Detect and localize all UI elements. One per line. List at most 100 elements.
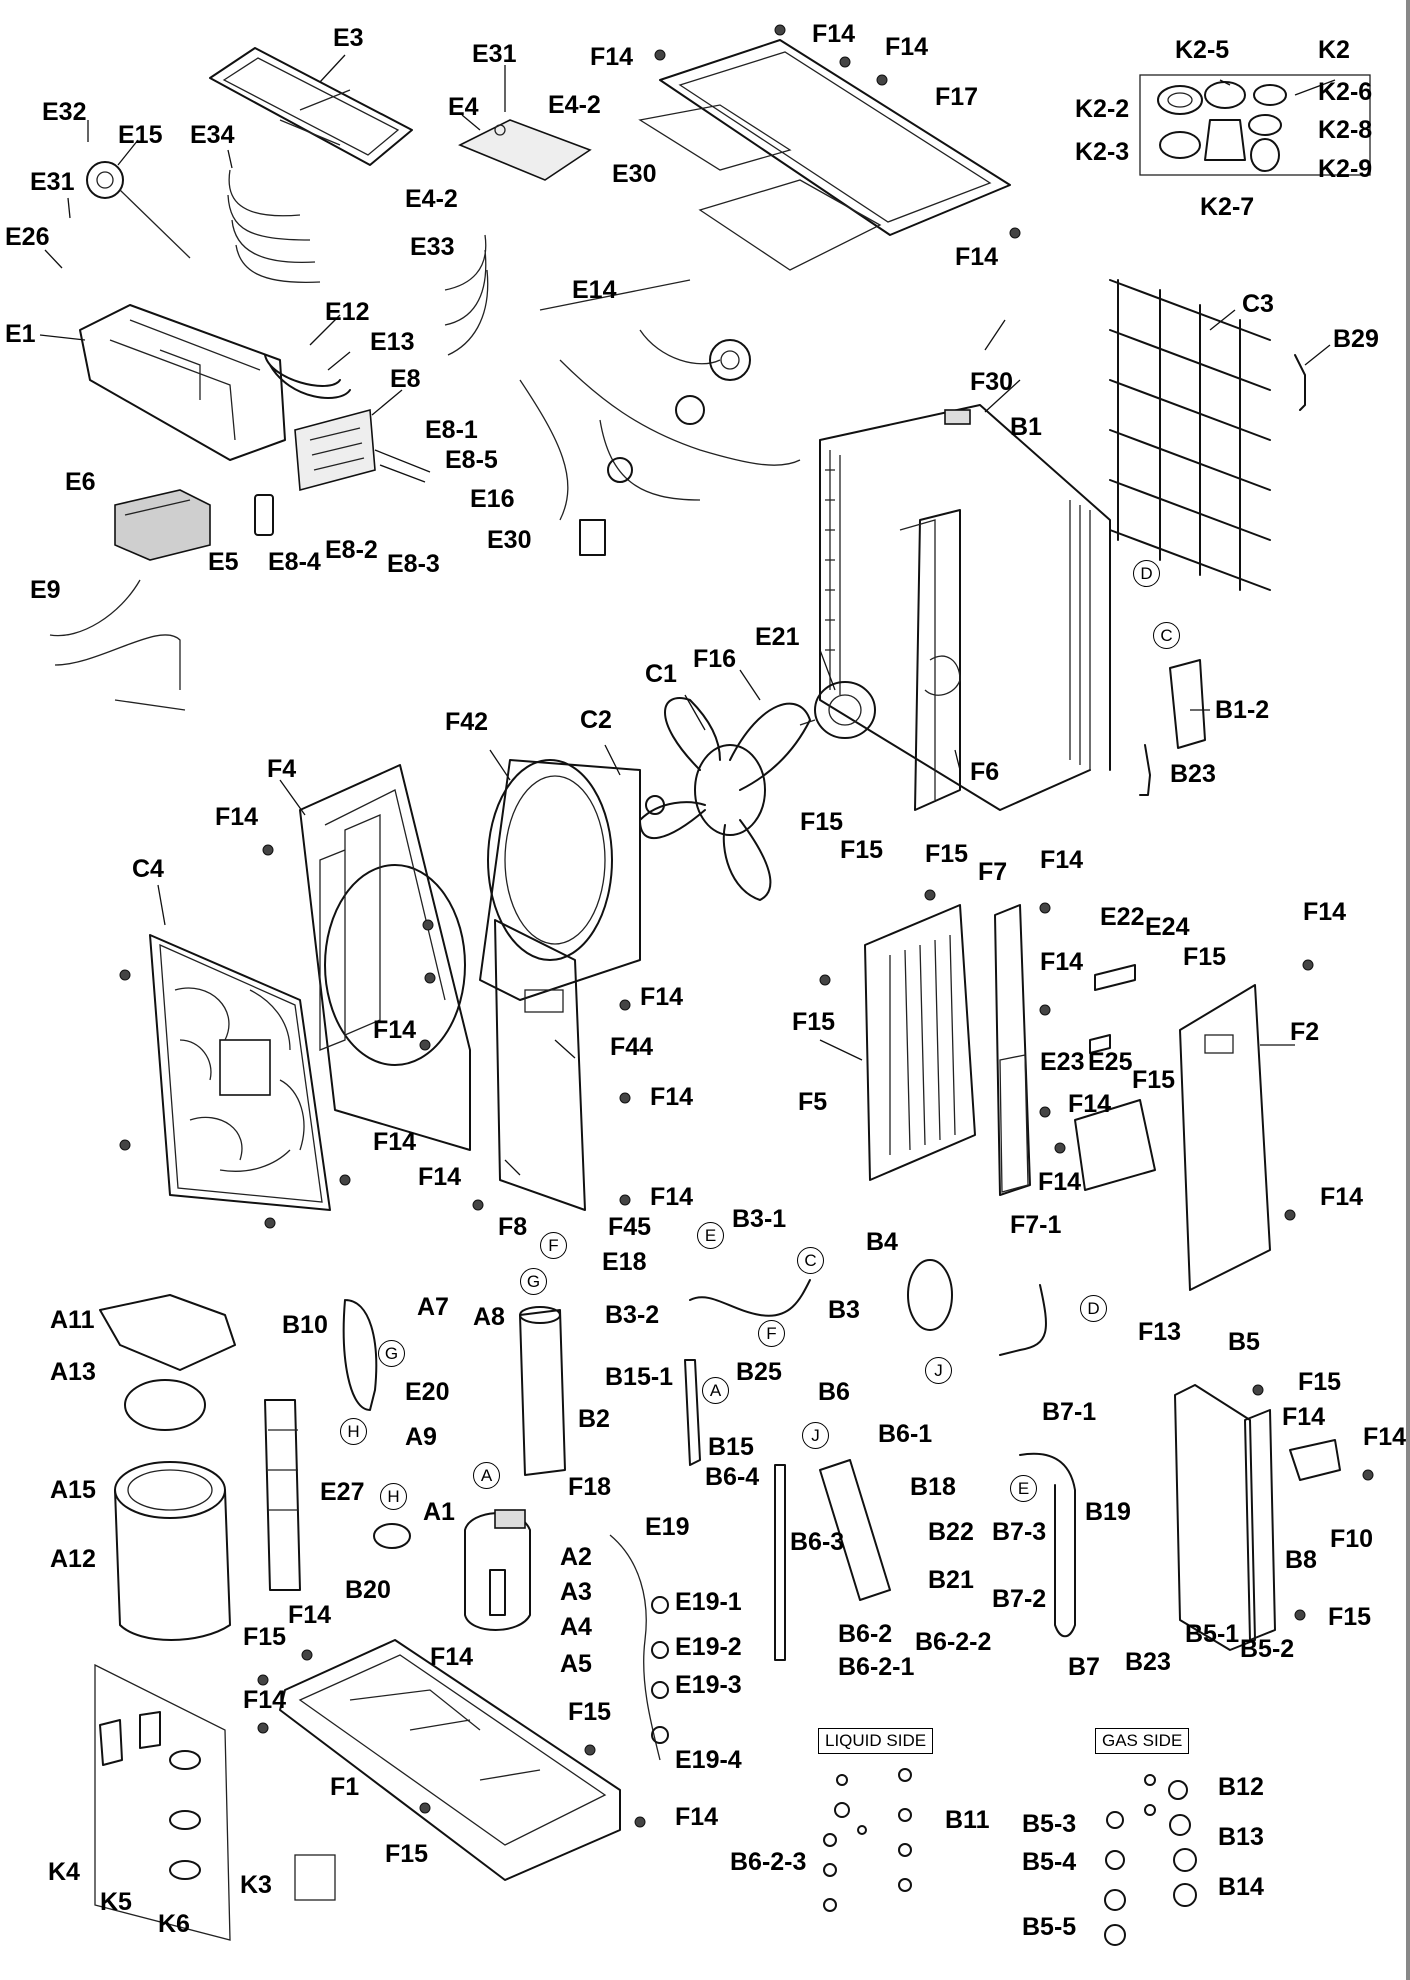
label-e31: E31 [30, 168, 75, 196]
part-e3-cover [209, 47, 413, 166]
label-k5: K5 [100, 1888, 132, 1916]
label-b19: B19 [1085, 1498, 1131, 1526]
marker-d: D [1133, 560, 1160, 587]
part-e14-harness [519, 279, 801, 556]
label-e30: E30 [487, 526, 532, 554]
label-f18: F18 [568, 1473, 612, 1501]
part-c3-grille-mesh [1109, 279, 1271, 591]
part-e21-fan-motor [799, 681, 876, 739]
label-e24: E24 [1145, 913, 1190, 941]
leader-lines [39, 54, 1336, 1176]
marker-e: E [697, 1222, 724, 1249]
label-b1-2: B1-2 [1215, 696, 1270, 724]
label-e19-1: E19-1 [675, 1588, 742, 1616]
label-f5: F5 [798, 1088, 828, 1116]
label-b25: B25 [736, 1358, 782, 1386]
label-k2-8: K2-8 [1318, 116, 1373, 144]
part-c2-nut [645, 795, 665, 815]
label-e14: E14 [572, 276, 617, 304]
label-b18: B18 [910, 1473, 956, 1501]
label-b5-2: B5-2 [1240, 1635, 1295, 1663]
label-f45: F45 [608, 1213, 652, 1241]
label-e18: E18 [602, 1248, 647, 1276]
label-e4: E4 [448, 93, 479, 121]
label-e23: E23 [1040, 1048, 1085, 1076]
label-f15: F15 [243, 1623, 287, 1651]
label-a9: A9 [405, 1423, 437, 1451]
part-b15 [684, 1359, 701, 1466]
label-a4: A4 [560, 1613, 592, 1641]
label-f14: F14 [1282, 1403, 1326, 1431]
label-b10: B10 [282, 1311, 328, 1339]
label-a8: A8 [473, 1303, 505, 1331]
part-b6-valve-assembly [774, 1459, 891, 1661]
label-e22: E22 [1100, 903, 1145, 931]
label-f13: F13 [1138, 1318, 1182, 1346]
part-e15-coil [86, 161, 191, 259]
label-k2-7: K2-7 [1200, 193, 1255, 221]
part-f1-base-pan [279, 1639, 621, 1881]
label-f14: F14 [640, 983, 684, 1011]
label-f14: F14 [243, 1686, 287, 1714]
label-f1: F1 [330, 1773, 360, 1801]
label-b5: B5 [1228, 1328, 1260, 1356]
label-a12: A12 [50, 1545, 96, 1573]
label-c4: C4 [132, 855, 164, 883]
label-e19: E19 [645, 1513, 690, 1541]
label-f17: F17 [935, 83, 979, 111]
label-e8-5: E8-5 [445, 446, 498, 474]
marker-j: J [925, 1357, 952, 1384]
label-c2: C2 [580, 706, 612, 734]
label-b5-1: B5-1 [1185, 1620, 1240, 1648]
part-k-bag [94, 1663, 231, 1941]
label-b6-2-3: B6-2-3 [730, 1848, 807, 1876]
label-f14: F14 [288, 1601, 332, 1629]
part-a1-compressor [464, 1509, 531, 1631]
label-e27: E27 [320, 1478, 365, 1506]
label-e34: E34 [190, 121, 235, 149]
label-k2-9: K2-9 [1318, 155, 1373, 183]
label-b22: B22 [928, 1518, 974, 1546]
label-f4: F4 [267, 755, 297, 783]
label-k6: K6 [158, 1910, 190, 1938]
marker-f: F [540, 1232, 567, 1259]
label-f42: F42 [445, 708, 489, 736]
marker-f: F [758, 1320, 785, 1347]
part-b4-pipe [999, 1284, 1047, 1356]
part-liquid-side-nuts [823, 1768, 912, 1912]
marker-h: H [380, 1483, 407, 1510]
marker-d: D [1080, 1295, 1107, 1322]
label-a13: A13 [50, 1358, 96, 1386]
label-b4: B4 [866, 1228, 898, 1256]
label-e8-2: E8-2 [325, 536, 378, 564]
part-e33-wires [444, 234, 489, 356]
part-f8-side-panel [494, 919, 586, 1211]
label-e30: E30 [612, 160, 657, 188]
label-f15: F15 [1183, 943, 1227, 971]
label-e12: E12 [325, 298, 370, 326]
marker-a: A [473, 1462, 500, 1489]
label-f15: F15 [800, 808, 844, 836]
part-f42-bellmouth [479, 759, 641, 1001]
label-b5-4: B5-4 [1022, 1848, 1077, 1876]
label-e8-4: E8-4 [268, 548, 321, 576]
part-c4-front-grille [149, 934, 331, 1211]
label-f15: F15 [568, 1698, 612, 1726]
label-e25: E25 [1088, 1048, 1133, 1076]
marker-a: A [702, 1377, 729, 1404]
label-f14: F14 [650, 1183, 694, 1211]
part-e5 [254, 494, 274, 536]
label-f14: F14 [955, 243, 999, 271]
label-b14: B14 [1218, 1873, 1264, 1901]
label-f16: F16 [693, 645, 737, 673]
label-e20: E20 [405, 1378, 450, 1406]
part-f2-side-panel [1179, 984, 1271, 1291]
part-a12-a15-jacket [114, 1461, 231, 1641]
label-a11: A11 [50, 1306, 95, 1334]
part-k3 [294, 1854, 336, 1901]
gas-side-label: GAS SIDE [1095, 1728, 1190, 1754]
label-e8-3: E8-3 [387, 550, 440, 578]
label-f15: F15 [1328, 1603, 1372, 1631]
label-b6-1: B6-1 [878, 1420, 933, 1448]
part-b23 [1139, 744, 1151, 796]
